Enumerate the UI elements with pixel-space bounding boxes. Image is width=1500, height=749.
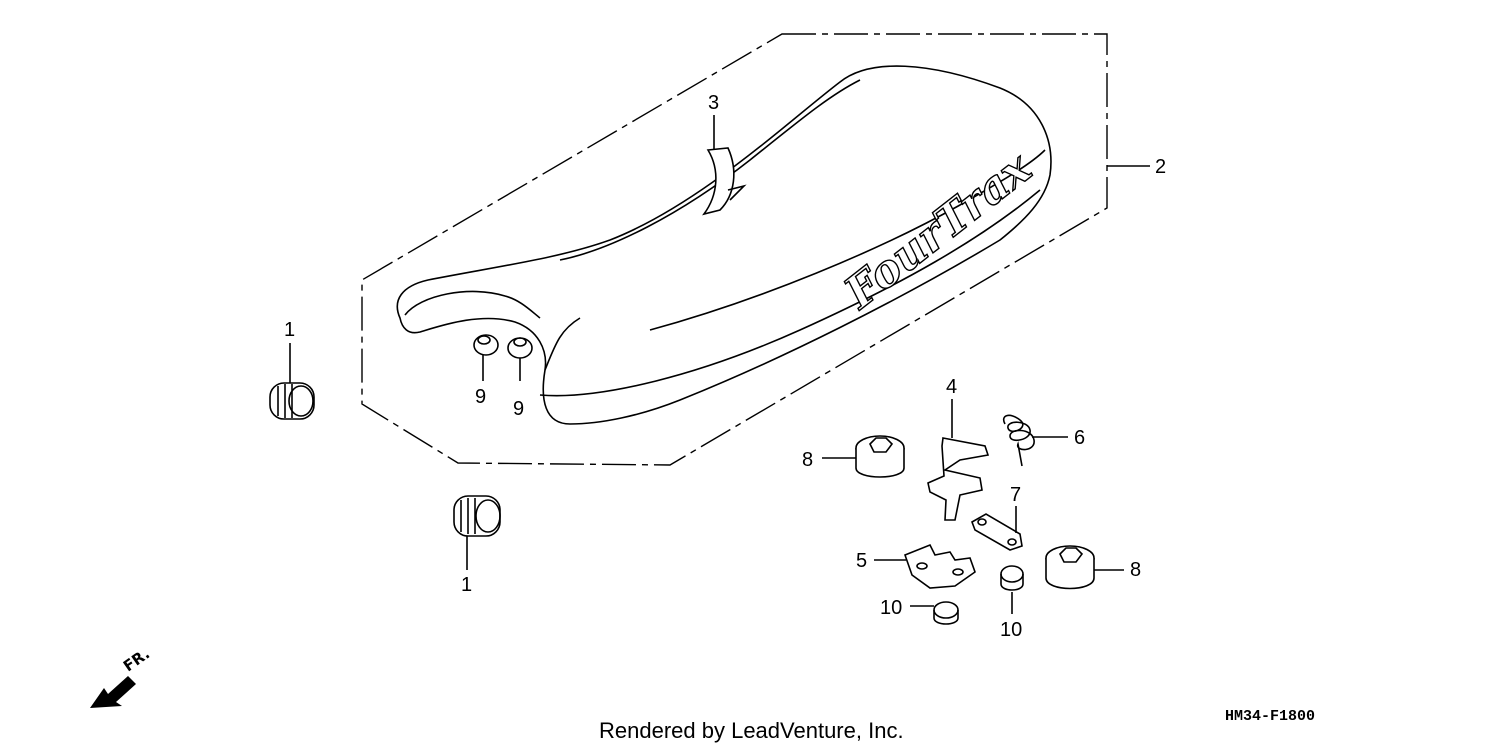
seat-body (396, 65, 1052, 425)
seat-grommet-right (1045, 545, 1124, 590)
callout-5: 5 (856, 550, 867, 572)
seat-cushion-upper (269, 343, 315, 420)
callout-7: 7 (1010, 484, 1021, 506)
front-direction-arrow-icon: FR. (90, 645, 153, 708)
diagram-code: HM34-F1800 (1225, 708, 1315, 725)
callout-6: 6 (1074, 427, 1085, 449)
callout-8-right: 8 (1130, 559, 1141, 581)
callout-8-left: 8 (802, 449, 813, 471)
seat-cushion-lower (453, 495, 501, 570)
svg-text:FR.: FR. (120, 645, 153, 676)
seat-nut-right (1000, 565, 1024, 614)
seat-catch (927, 399, 990, 521)
render-credit: Rendered by LeadVenture, Inc. (599, 718, 904, 743)
seat-plate-small (971, 506, 1023, 551)
seat-grommet-left (822, 435, 905, 478)
seat-nut-left (910, 601, 959, 625)
callout-1-lower: 1 (461, 574, 472, 596)
seat-bushing-right (507, 337, 533, 381)
seat-spring (1002, 414, 1068, 467)
seat-bushing-left (473, 334, 499, 381)
callout-10-right: 10 (1000, 619, 1022, 641)
seat-assembly-outline (361, 33, 1108, 466)
seat-bracket (874, 543, 976, 589)
callout-3: 3 (708, 92, 719, 114)
callout-4: 4 (946, 376, 957, 398)
callout-10-left: 10 (880, 597, 902, 619)
callout-1-upper: 1 (284, 319, 295, 341)
seat-strap (702, 115, 747, 216)
callout-9-right: 9 (513, 398, 524, 420)
callout-9-left: 9 (475, 386, 486, 408)
callout-2: 2 (1155, 156, 1166, 178)
